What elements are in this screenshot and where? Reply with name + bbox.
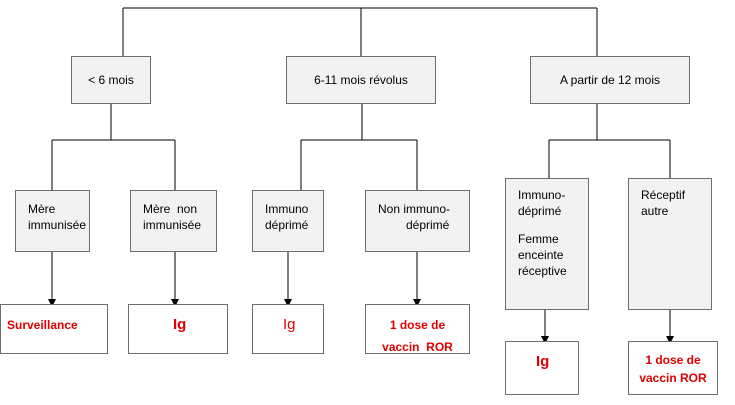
immuno-deprime-femme-box: Immuno- déprimé Femme enceinte réceptive — [505, 178, 589, 310]
outcome-ror-1-line2: vaccin ROR — [382, 340, 453, 354]
outcome-surveillance: Surveillance — [0, 304, 108, 354]
immuno-femme-line3: Femme — [518, 232, 559, 246]
outcome-ig-2-label: Ig — [283, 316, 296, 333]
immuno-femme-line1: Immuno- — [518, 188, 566, 202]
receptif-autre-line1: Réceptif — [641, 188, 686, 202]
outcome-surveillance-label: Surveillance — [7, 318, 78, 332]
mere-immunisee-line1: Mère — [28, 202, 56, 216]
receptif-autre-line2: autre — [641, 204, 669, 218]
non-immuno-deprime-box: Non immuno- déprimé — [365, 190, 470, 252]
age-6-11-months: 6-11 mois révolus — [286, 56, 436, 104]
immuno-femme-line2: déprimé — [518, 204, 562, 218]
outcome-ig-immuno-femme: Ig — [505, 341, 579, 395]
outcome-ror-2-line1: 1 dose de — [645, 353, 701, 367]
non-immuno-deprime-line2: déprimé — [406, 218, 450, 232]
outcome-ig-mere-non-immunisee: Ig — [128, 304, 228, 354]
mere-immunisee-line2: immunisée — [28, 218, 87, 232]
outcome-ig-immuno-deprime: Ig — [252, 304, 324, 354]
outcome-ror-1-line1: 1 dose de — [389, 318, 446, 332]
age-12-months-plus: A partir de 12 mois — [530, 56, 690, 104]
mere-non-immunisee-box: Mère non immunisée — [130, 190, 217, 252]
immuno-deprime-box: Immuno déprimé — [252, 190, 324, 252]
age-under-6-months: < 6 mois — [71, 56, 151, 104]
outcome-ror-2-line2: vaccin ROR — [639, 371, 707, 385]
mere-non-immunisee-line1: Mère non — [143, 202, 198, 216]
immuno-femme-line5: réceptive — [518, 264, 567, 278]
immuno-deprime-line2: déprimé — [265, 218, 309, 232]
age-6-11-label: 6-11 mois révolus — [314, 73, 408, 87]
outcome-ror-receptif-autre: 1 dose de vaccin ROR — [628, 341, 718, 395]
age-under-6-label: < 6 mois — [88, 73, 134, 87]
outcome-ror-non-immuno-deprime: 1 dose de vaccin ROR — [365, 304, 470, 354]
outcome-ig-1-label: Ig — [173, 316, 187, 333]
immuno-deprime-line1: Immuno — [265, 202, 309, 216]
non-immuno-deprime-line1: Non immuno- — [378, 202, 451, 216]
mere-non-immunisee-line2: immunisée — [143, 218, 202, 232]
immuno-femme-line4: enceinte — [518, 248, 564, 262]
receptif-autre-box: Réceptif autre — [628, 178, 712, 310]
mere-immunisee-box: Mère immunisée — [15, 190, 90, 252]
outcome-ig-3-label: Ig — [536, 353, 550, 370]
age-12-plus-label: A partir de 12 mois — [559, 73, 661, 87]
